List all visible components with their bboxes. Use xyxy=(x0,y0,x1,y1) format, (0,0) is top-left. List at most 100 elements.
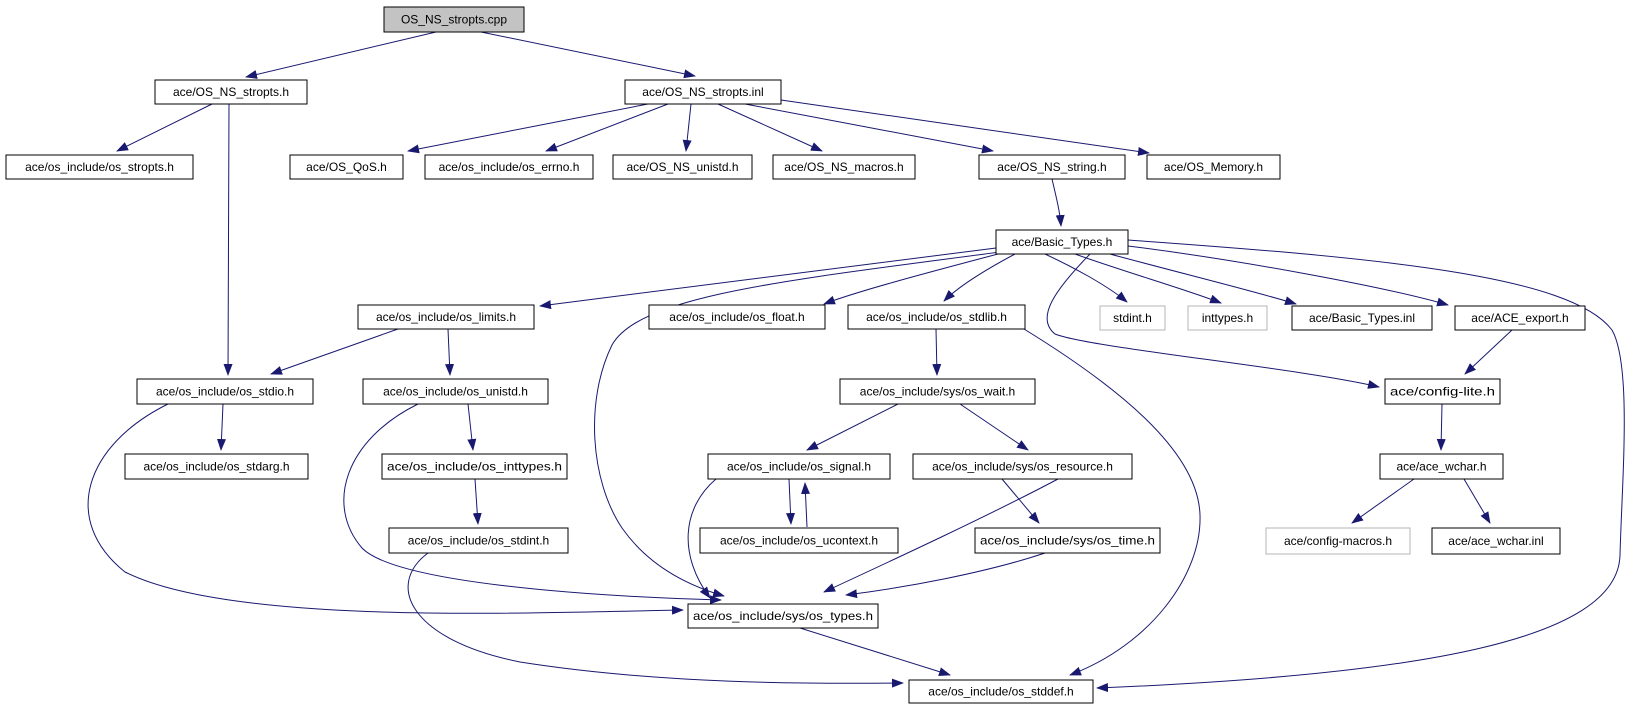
node-os_float[interactable]: ace/os_include/os_float.h xyxy=(648,304,826,330)
node-box-os_stdarg[interactable] xyxy=(124,453,309,480)
node-box-os_wait[interactable] xyxy=(839,378,1036,405)
node-box-os_stdio[interactable] xyxy=(136,378,314,405)
node-os_stropts[interactable]: ace/os_include/os_stropts.h xyxy=(5,154,194,180)
node-box-os_ns_string[interactable] xyxy=(978,154,1126,180)
edge-os_stdio-to-os_types xyxy=(87,403,684,615)
node-label-stdint: stdint.h xyxy=(1113,311,1152,325)
node-box-config_lite[interactable] xyxy=(1384,378,1501,405)
edge-os_types-to-os_stddef xyxy=(799,627,951,677)
node-label-root: OS_NS_stropts.cpp xyxy=(401,13,507,27)
edge-os_ns_string-to-basic_types xyxy=(1051,178,1065,227)
edge-basic_types-to-os_limits xyxy=(539,247,997,310)
node-os_errno[interactable]: ace/os_include/os_errno.h xyxy=(424,154,594,180)
node-box-os_time[interactable] xyxy=(974,527,1161,554)
edge-basic_types-to-os_stddef xyxy=(1096,239,1625,693)
node-basic_types_inl[interactable]: ace/Basic_Types.inl xyxy=(1291,305,1433,331)
node-inttypes[interactable]: inttypes.h xyxy=(1187,305,1268,331)
node-box-inttypes[interactable] xyxy=(1187,305,1268,331)
node-label-os_float: ace/os_include/os_float.h xyxy=(669,310,804,324)
node-box-os_memory[interactable] xyxy=(1146,154,1281,180)
edge-os_stdlib-to-os_stddef xyxy=(1023,328,1201,676)
node-os_ns_stropts_h[interactable]: ace/OS_NS_stropts.h xyxy=(154,79,308,105)
node-os_inttypes[interactable]: ace/os_include/os_inttypes.h xyxy=(381,453,568,480)
node-label-os_ns_unistd: ace/OS_NS_unistd.h xyxy=(626,160,738,174)
node-box-os_inttypes[interactable] xyxy=(381,453,568,480)
edge-os_wait-to-os_signal xyxy=(806,403,899,451)
node-os_wait[interactable]: ace/os_include/sys/os_wait.h xyxy=(839,378,1036,405)
node-os_limits[interactable]: ace/os_include/os_limits.h xyxy=(357,304,535,330)
node-os_stdlib[interactable]: ace/os_include/os_stdlib.h xyxy=(847,304,1026,330)
node-box-ace_export[interactable] xyxy=(1454,305,1586,331)
edge-config_lite-to-ace_wchar_h xyxy=(1436,403,1446,451)
node-basic_types[interactable]: ace/Basic_Types.h xyxy=(995,229,1129,255)
node-os_stddef[interactable]: ace/os_include/os_stddef.h xyxy=(908,679,1094,704)
edge-os_ns_stropts_inl-to-os_memory xyxy=(780,99,1150,156)
node-box-os_ns_macros[interactable] xyxy=(772,154,916,180)
node-os_signal[interactable]: ace/os_include/os_signal.h xyxy=(707,453,891,480)
node-box-os_ns_unistd[interactable] xyxy=(612,154,753,180)
node-config_macros[interactable]: ace/config-macros.h xyxy=(1265,527,1411,555)
node-box-os_stropts[interactable] xyxy=(5,154,194,180)
node-box-stdint[interactable] xyxy=(1099,305,1166,331)
node-box-ace_wchar_h[interactable] xyxy=(1379,453,1504,480)
node-box-basic_types[interactable] xyxy=(995,229,1129,255)
edge-basic_types-to-inttypes xyxy=(1074,253,1222,304)
node-label-os_stdarg: ace/os_include/os_stdarg.h xyxy=(143,460,289,474)
node-box-os_ns_stropts_h[interactable] xyxy=(154,79,308,105)
node-os_stdio[interactable]: ace/os_include/os_stdio.h xyxy=(136,378,314,405)
edge-basic_types-to-stdint xyxy=(1044,253,1128,303)
node-os_ns_macros[interactable]: ace/OS_NS_macros.h xyxy=(772,154,916,180)
node-os_resource[interactable]: ace/os_include/sys/os_resource.h xyxy=(912,453,1133,480)
node-box-os_stdlib[interactable] xyxy=(847,304,1026,330)
node-os_stdint[interactable]: ace/os_include/os_stdint.h xyxy=(388,527,569,554)
node-os_types[interactable]: ace/os_include/sys/os_types.h xyxy=(687,603,879,629)
node-ace_wchar_inl[interactable]: ace/ace_wchar.inl xyxy=(1431,527,1561,555)
node-box-os_qos[interactable] xyxy=(289,154,404,180)
node-box-config_macros[interactable] xyxy=(1265,527,1411,555)
edge-os_stdint-to-os_stddef xyxy=(407,552,904,688)
node-box-os_float[interactable] xyxy=(648,304,826,330)
node-os_ucontext[interactable]: ace/os_include/os_ucontext.h xyxy=(699,527,899,554)
node-os_ns_unistd[interactable]: ace/OS_NS_unistd.h xyxy=(612,154,753,180)
node-label-os_stddef: ace/os_include/os_stddef.h xyxy=(928,685,1073,699)
node-label-inttypes: inttypes.h xyxy=(1202,311,1253,325)
node-os_ns_string[interactable]: ace/OS_NS_string.h xyxy=(978,154,1126,180)
node-label-os_ns_stropts_h: ace/OS_NS_stropts.h xyxy=(173,85,289,99)
edge-basic_types-to-config_lite xyxy=(1046,253,1380,389)
node-box-os_limits[interactable] xyxy=(357,304,535,330)
node-box-os_errno[interactable] xyxy=(424,154,594,180)
node-box-root[interactable] xyxy=(383,6,525,33)
edge-os_signal-to-os_ucontext xyxy=(786,478,796,525)
node-box-basic_types_inl[interactable] xyxy=(1291,305,1433,331)
node-os_ns_stropts_inl[interactable]: ace/OS_NS_stropts.inl xyxy=(624,79,782,105)
node-os_memory[interactable]: ace/OS_Memory.h xyxy=(1146,154,1281,180)
edge-os_time-to-os_types xyxy=(845,552,1046,599)
edge-os_ns_stropts_h-to-os_stropts xyxy=(116,103,213,152)
edge-os_unistd-to-os_types xyxy=(343,403,722,605)
edge-os_ucontext-to-os_signal xyxy=(801,482,810,528)
node-root[interactable]: OS_NS_stropts.cpp xyxy=(383,6,525,33)
node-ace_wchar_h[interactable]: ace/ace_wchar.h xyxy=(1379,453,1504,480)
node-box-os_types[interactable] xyxy=(687,603,879,629)
node-box-os_stddef[interactable] xyxy=(908,679,1094,704)
edge-os_stdlib-to-os_wait xyxy=(932,328,942,376)
node-os_qos[interactable]: ace/OS_QoS.h xyxy=(289,154,404,180)
node-box-ace_wchar_inl[interactable] xyxy=(1431,527,1561,555)
node-stdint[interactable]: stdint.h xyxy=(1099,305,1166,331)
node-box-os_signal[interactable] xyxy=(707,453,891,480)
node-label-os_stdio: ace/os_include/os_stdio.h xyxy=(156,385,294,399)
node-box-os_unistd[interactable] xyxy=(362,378,549,405)
node-box-os_ucontext[interactable] xyxy=(699,527,899,554)
node-ace_export[interactable]: ace/ACE_export.h xyxy=(1454,305,1586,331)
node-label-os_errno: ace/os_include/os_errno.h xyxy=(439,160,580,174)
node-label-os_stdlib: ace/os_include/os_stdlib.h xyxy=(866,310,1007,324)
node-config_lite[interactable]: ace/config-lite.h xyxy=(1384,378,1501,405)
node-os_time[interactable]: ace/os_include/sys/os_time.h xyxy=(974,527,1161,554)
node-label-ace_export: ace/ACE_export.h xyxy=(1471,311,1568,325)
node-box-os_ns_stropts_inl[interactable] xyxy=(624,79,782,105)
node-os_unistd[interactable]: ace/os_include/os_unistd.h xyxy=(362,378,549,405)
node-os_stdarg[interactable]: ace/os_include/os_stdarg.h xyxy=(124,453,309,480)
edge-ace_wchar_h-to-config_macros xyxy=(1351,478,1415,524)
node-box-os_stdint[interactable] xyxy=(388,527,569,554)
node-box-os_resource[interactable] xyxy=(912,453,1133,480)
